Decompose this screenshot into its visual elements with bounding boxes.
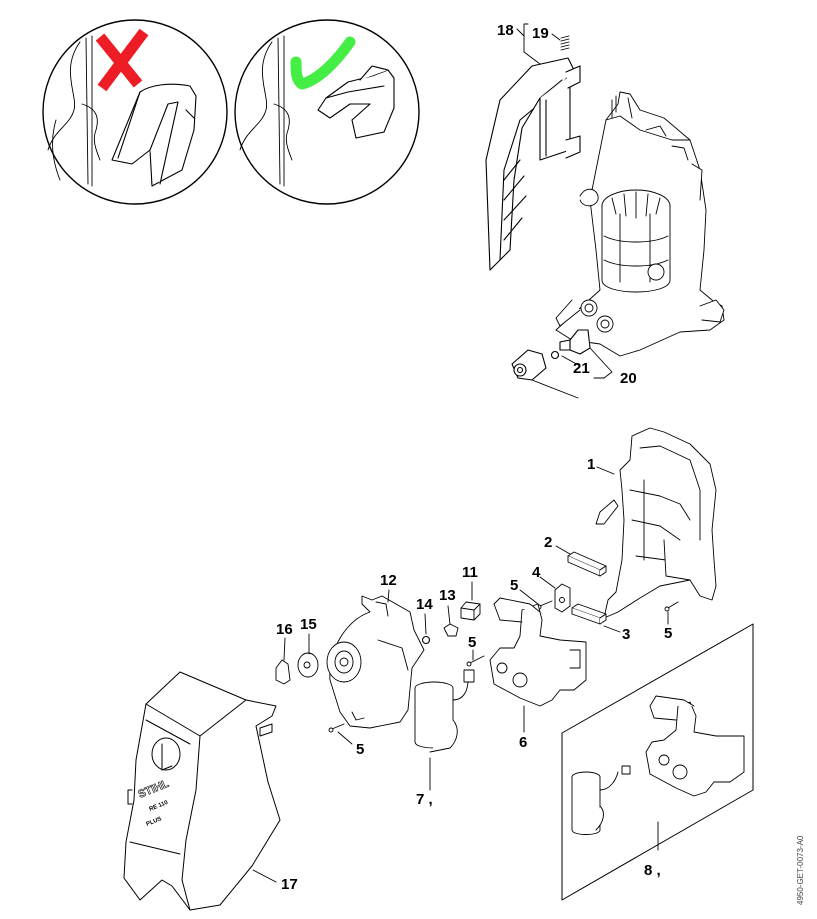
part-11-switch bbox=[460, 601, 481, 621]
part-2-pads bbox=[567, 551, 607, 577]
callout-13: 13 bbox=[439, 587, 456, 604]
callout-19: 19 bbox=[532, 25, 549, 42]
leader-lines-lower bbox=[252, 466, 669, 883]
housing-edge-sketch bbox=[239, 35, 293, 187]
check-mark-icon bbox=[290, 36, 356, 90]
callout-15: 15 bbox=[300, 616, 317, 633]
clip-part-correct-orientation bbox=[317, 65, 395, 139]
callout-4: 4 bbox=[532, 564, 541, 581]
callout-8: 8 , bbox=[644, 862, 661, 879]
pump-outlet-fittings bbox=[580, 299, 614, 333]
part-17-front-cover: STIHL RE 110 PLUS bbox=[123, 671, 281, 911]
coupling-part bbox=[511, 349, 547, 381]
callout-3: 3 bbox=[622, 626, 631, 643]
cross-mark-icon bbox=[95, 28, 149, 92]
callout-5-lower: 5 bbox=[356, 741, 365, 758]
screw-5b bbox=[667, 601, 679, 609]
callout-7: 7 , bbox=[416, 791, 433, 808]
document-id: 4950-GET-0073-A0 bbox=[796, 835, 805, 905]
part-7-capacitor bbox=[414, 669, 475, 753]
callout-16: 16 bbox=[276, 621, 293, 638]
part-21-o-ring bbox=[550, 350, 560, 360]
part-16-cap bbox=[275, 659, 291, 685]
part-4-bracket bbox=[554, 583, 571, 613]
part-14-o-ring bbox=[421, 635, 431, 645]
sub-text: PLUS bbox=[146, 816, 163, 828]
part-3-pads bbox=[571, 603, 607, 625]
callout-5-upper: 5 bbox=[510, 577, 519, 594]
clip-part-wrong-orientation bbox=[111, 83, 197, 187]
screw-5c bbox=[469, 655, 485, 664]
part-19-spring bbox=[560, 35, 570, 51]
part-8-kit-panel bbox=[561, 623, 754, 901]
callout-17: 17 bbox=[281, 876, 298, 893]
callout-20: 20 bbox=[620, 370, 637, 387]
callout-5-middle: 5 bbox=[468, 634, 477, 651]
motor-pump-assembly bbox=[555, 91, 725, 357]
housing-edge-sketch bbox=[47, 35, 101, 187]
callout-6: 6 bbox=[519, 734, 528, 751]
part-12-fan-cover bbox=[326, 595, 425, 729]
part-1-frame bbox=[595, 427, 717, 619]
screw-5d bbox=[331, 723, 345, 730]
part-18-handle bbox=[485, 57, 581, 271]
detail-view-correct bbox=[234, 19, 420, 205]
part-6-bracket bbox=[489, 597, 587, 707]
screw-5a bbox=[539, 600, 553, 607]
kit-capacitor bbox=[571, 765, 631, 835]
callout-18: 18 bbox=[497, 22, 514, 39]
callout-1: 1 bbox=[587, 456, 596, 473]
callout-14: 14 bbox=[416, 596, 433, 613]
callout-5-right: 5 bbox=[664, 625, 673, 642]
part-15-fan bbox=[297, 652, 319, 678]
part-13-connector bbox=[443, 623, 459, 637]
screws bbox=[328, 600, 679, 733]
callout-21: 21 bbox=[573, 360, 590, 377]
callout-12: 12 bbox=[380, 572, 397, 589]
callout-11: 11 bbox=[462, 564, 478, 581]
callout-2: 2 bbox=[544, 534, 553, 551]
detail-view-incorrect bbox=[42, 19, 228, 205]
part-20-fitting bbox=[559, 329, 591, 355]
kit-bracket bbox=[645, 695, 745, 797]
leader-lines-upper bbox=[516, 23, 613, 399]
